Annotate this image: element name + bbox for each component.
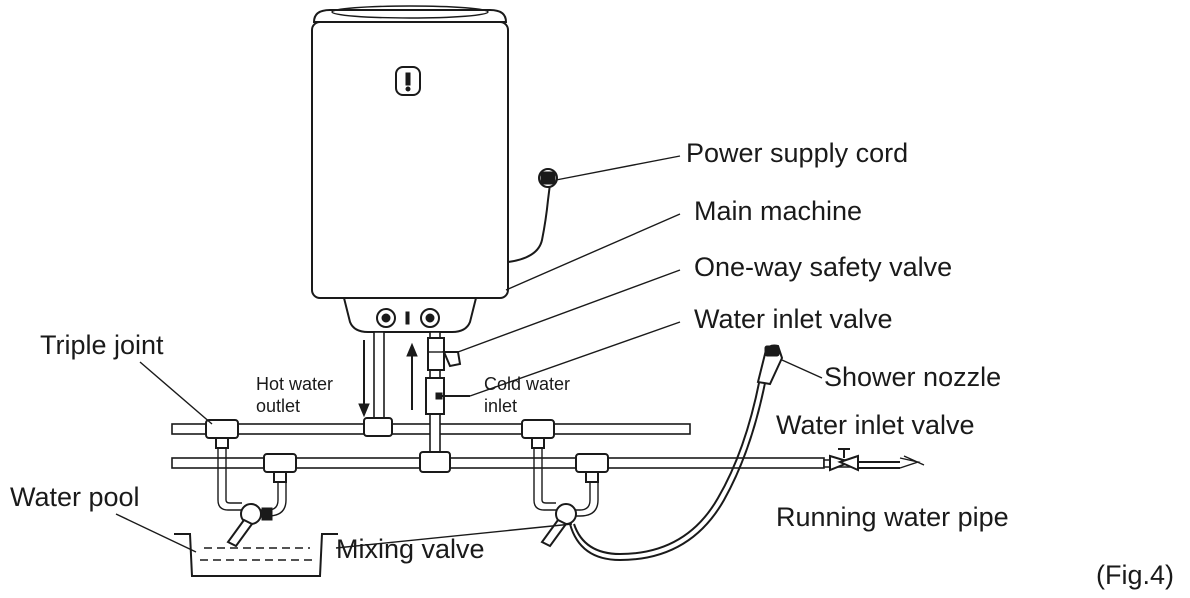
power-supply-cord <box>507 168 558 263</box>
label-power-supply-cord: Power supply cord <box>686 138 908 168</box>
hot-water-outlet-arrow <box>358 340 370 418</box>
triple-joint-right-lower <box>575 453 609 483</box>
label-water-pool: Water pool <box>10 482 140 512</box>
label-hot-water-outlet-line1: Hot water <box>256 374 333 394</box>
mixing-valve-right <box>533 448 599 548</box>
triple-joint-right-upper <box>521 419 555 449</box>
label-cold-water-inlet-line2: inlet <box>484 396 517 416</box>
label-triple-joint: Triple joint <box>40 330 164 360</box>
water-pool <box>174 533 338 577</box>
label-mixing-valve: Mixing valve <box>336 534 485 564</box>
label-hot-water-outlet-line2: outlet <box>256 396 300 416</box>
label-shower-nozzle: Shower nozzle <box>824 362 1001 392</box>
hot-water-outlet-pipe <box>363 331 393 437</box>
label-water-inlet-valve-right: Water inlet valve <box>776 410 975 440</box>
label-cold-water-inlet-line1: Cold water <box>484 374 570 394</box>
water-inlet-valve-tank <box>425 377 470 415</box>
label-running-water-pipe: Running water pipe <box>776 502 1009 532</box>
triple-joint-left-lower <box>263 453 297 483</box>
label-main-machine: Main machine <box>694 196 862 226</box>
leader-lines <box>115 155 823 553</box>
cold-water-inlet-arrow <box>406 342 418 410</box>
water-heater-tank <box>311 5 509 333</box>
indicator-light-icon <box>395 66 421 96</box>
shower-nozzle <box>756 344 784 386</box>
one-way-safety-valve <box>427 337 462 371</box>
mixing-valve-left <box>217 448 287 548</box>
shower-hose <box>569 377 767 562</box>
figure-caption: (Fig.4) <box>1096 560 1174 590</box>
running-water-pipe <box>858 455 925 469</box>
label-water-inlet-valve-top: Water inlet valve <box>694 304 893 334</box>
label-one-way-safety-valve: One-way safety valve <box>694 252 952 282</box>
triple-joint-left-upper <box>205 419 239 449</box>
